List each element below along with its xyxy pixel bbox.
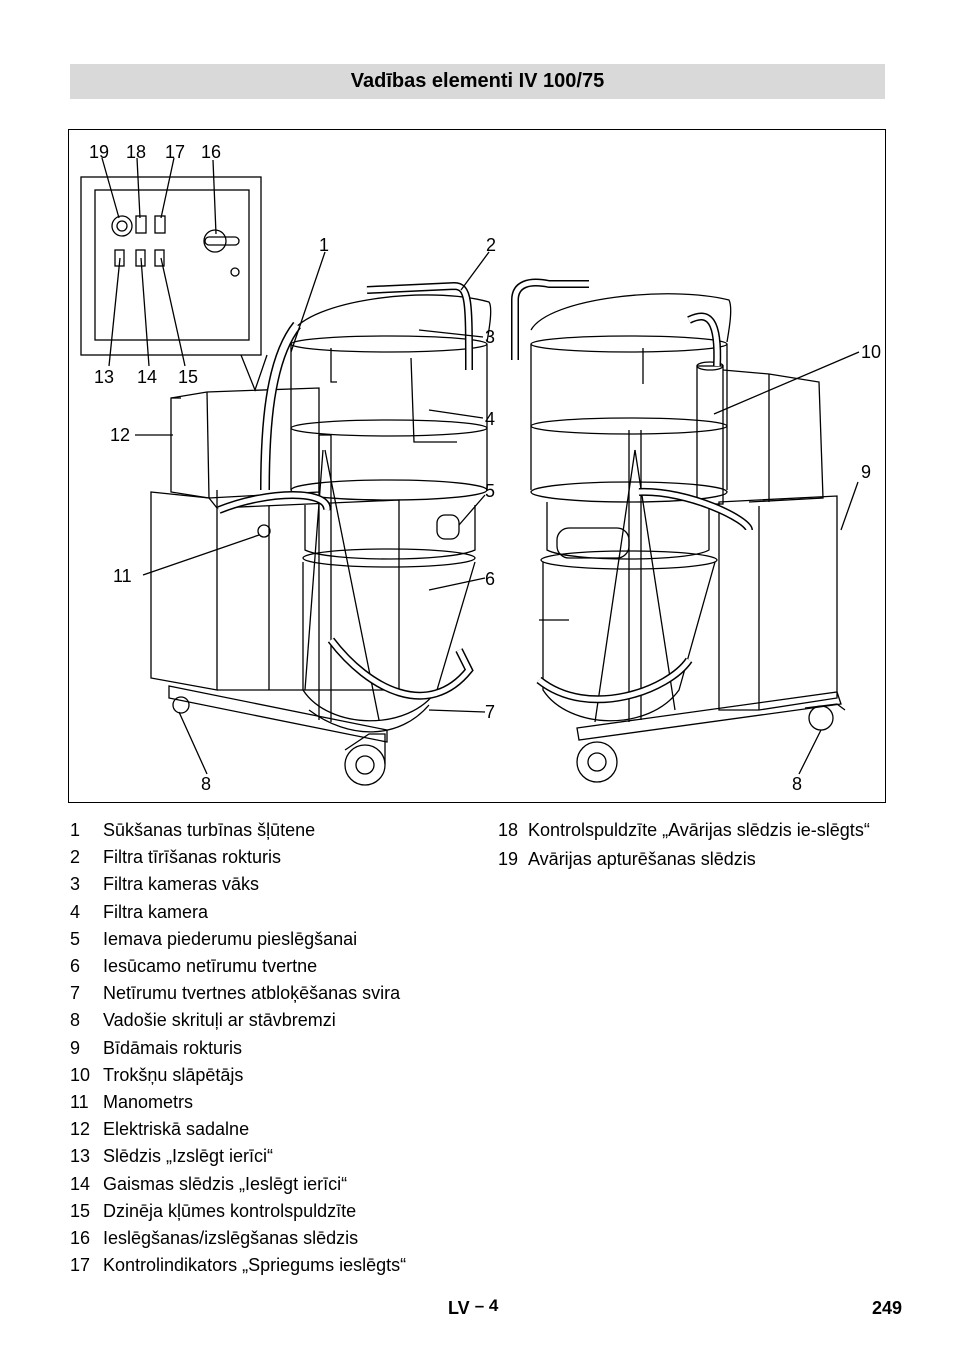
legend-text: Filtra tīrīšanas rokturis bbox=[103, 847, 282, 868]
callout-1: 1 bbox=[319, 235, 330, 255]
callout-6: 6 bbox=[485, 569, 496, 589]
list-item: 8 Vadošie skrituļi ar stāvbremzi bbox=[70, 1007, 470, 1034]
list-item: 11 Manometrs bbox=[70, 1089, 470, 1116]
machine-illustration: 19 18 17 16 1 2 3 10 13 14 15 12 4 9 5 1… bbox=[68, 129, 886, 803]
legend-text: Kontrolindikators „Spriegums ieslēgts“ bbox=[103, 1255, 407, 1276]
list-item: 2 Filtra tīrīšanas rokturis bbox=[70, 844, 470, 871]
legend-text: Sūkšanas turbīnas šļūtene bbox=[103, 820, 316, 840]
legend-number: 18 bbox=[498, 820, 519, 840]
legend-list-left: 1 Sūkšanas turbīnas šļūtene 2 Filtra tīrīš… bbox=[70, 817, 470, 1279]
legend-number: 11 bbox=[70, 1092, 89, 1113]
list-item: 1 Sūkšanas turbīnas šļūtene bbox=[70, 817, 470, 844]
legend-text: Netīrumu tvertnes atbloķēšanas svira bbox=[103, 983, 401, 1004]
list-item: 7 Netīrumu tvertnes atbloķēšanas svira bbox=[70, 980, 470, 1007]
callout-19: 19 bbox=[89, 142, 110, 162]
list-item: 19 Avārijas apturēšanas slēdzis bbox=[498, 846, 878, 873]
legend-number: 17 bbox=[70, 1255, 91, 1276]
list-item: 18 Kontrolspuldzīte „Avārijas slēdzis ie-… bbox=[498, 817, 878, 844]
callout-16: 16 bbox=[201, 142, 222, 162]
list-item: 17 Kontrolindikators „Spriegums ieslēgts“ bbox=[70, 1252, 470, 1279]
legend-number: 1 bbox=[70, 820, 81, 840]
legend-number: 12 bbox=[70, 1119, 91, 1140]
legend-text: Iemava piederumu pieslēgšanai bbox=[103, 928, 358, 949]
legend-number: 3 bbox=[70, 874, 81, 895]
list-item: 9 Bīdāmais rokturis bbox=[70, 1035, 470, 1062]
legend-number: 13 bbox=[70, 1146, 91, 1167]
callout-12: 12 bbox=[110, 425, 131, 445]
legend-text: Manometrs bbox=[103, 1092, 194, 1113]
legend-text: Filtra kamera bbox=[103, 901, 209, 922]
list-item: 16 Ieslēgšanas/izslēgšanas slēdzis bbox=[70, 1225, 470, 1252]
legend-text: Vadošie skrituļi ar stāvbremzi bbox=[103, 1010, 336, 1031]
legend-number: 6 bbox=[70, 956, 81, 977]
list-item: 3 Filtra kameras vāks bbox=[70, 871, 470, 898]
legend-text: Avārijas apturēšanas slēdzis bbox=[528, 849, 756, 870]
callout-15: 15 bbox=[178, 367, 199, 387]
legend-text: Bīdāmais rokturis bbox=[103, 1037, 243, 1058]
machine-drawing bbox=[80, 157, 860, 786]
legend-number: 5 bbox=[70, 928, 81, 949]
callout-2: 2 bbox=[486, 235, 497, 255]
legend-number: 14 bbox=[70, 1173, 91, 1194]
list-item: 12 Elektriskā sadalne bbox=[70, 1116, 470, 1143]
list-item: 4 Filtra kamera bbox=[70, 899, 470, 926]
callout-13: 13 bbox=[94, 367, 115, 387]
list-item: 15 Dzinēja kļūmes kontrolspuldzīte bbox=[70, 1198, 470, 1225]
footer-language-page: LV – 4 bbox=[448, 1296, 499, 1319]
section-title-text: Vadības elementi IV 100/75 bbox=[350, 70, 605, 92]
list-item: 14 Gaismas slēdzis „Ieslēgt ierīci“ bbox=[70, 1171, 470, 1198]
legend-number: 4 bbox=[70, 901, 81, 922]
legend-list-right: 18 Kontrolspuldzīte „Avārijas slēdzis ie-… bbox=[498, 817, 878, 875]
legend-text: Trokšņu slāpētājs bbox=[103, 1064, 244, 1085]
legend-number: 16 bbox=[70, 1228, 91, 1249]
callout-8-right: 8 bbox=[792, 774, 803, 794]
list-item: 5 Iemava piederumu pieslēgšanai bbox=[70, 926, 470, 953]
legend-text: Slēdzis „Izslēgt ierīci“ bbox=[103, 1146, 274, 1167]
legend-text: Filtra kameras vāks bbox=[103, 874, 260, 895]
callout-3: 3 bbox=[485, 327, 496, 347]
callout-8-left: 8 bbox=[201, 774, 212, 794]
callout-4: 4 bbox=[485, 409, 496, 429]
legend-text: Gaismas slēdzis „Ieslēgt ierīci“ bbox=[103, 1173, 348, 1194]
legend-number: 8 bbox=[70, 1010, 81, 1031]
legend-text: Dzinēja kļūmes kontrolspuldzīte bbox=[103, 1200, 357, 1221]
list-item: 10 Trokšņu slāpētājs bbox=[70, 1062, 470, 1089]
legend-number: 19 bbox=[498, 849, 519, 870]
page-number: 249 bbox=[872, 1298, 903, 1318]
list-item: 13 Slēdzis „Izslēgt ierīci“ bbox=[70, 1143, 470, 1170]
legend-number: 9 bbox=[70, 1037, 81, 1058]
callout-7: 7 bbox=[485, 702, 496, 722]
callout-11: 11 bbox=[113, 566, 132, 586]
legend-number: 7 bbox=[70, 983, 81, 1004]
callout-5: 5 bbox=[485, 481, 496, 501]
callout-9: 9 bbox=[861, 462, 872, 482]
callout-18: 18 bbox=[126, 142, 147, 162]
list-item: 6 Iesūcamo netīrumu tvertne bbox=[70, 953, 470, 980]
footer-language: LV bbox=[448, 1298, 470, 1318]
legend-text: Iesūcamo netīrumu tvertne bbox=[103, 956, 318, 977]
legend-number: 10 bbox=[70, 1064, 91, 1085]
legend-text: Kontrolspuldzīte „Avārijas slēdzis ie-sl… bbox=[528, 820, 870, 840]
legend-text: Ieslēgšanas/izslēgšanas slēdzis bbox=[103, 1228, 359, 1249]
footer-section-page: – 4 bbox=[474, 1296, 499, 1315]
callout-17: 17 bbox=[165, 142, 186, 162]
section-title: Vadības elementi IV 100/75 bbox=[70, 64, 885, 99]
callout-10: 10 bbox=[861, 342, 882, 362]
legend-text: Elektriskā sadalne bbox=[103, 1119, 250, 1140]
legend-number: 2 bbox=[70, 847, 81, 868]
callout-14: 14 bbox=[137, 367, 158, 387]
legend-number: 15 bbox=[70, 1200, 91, 1221]
